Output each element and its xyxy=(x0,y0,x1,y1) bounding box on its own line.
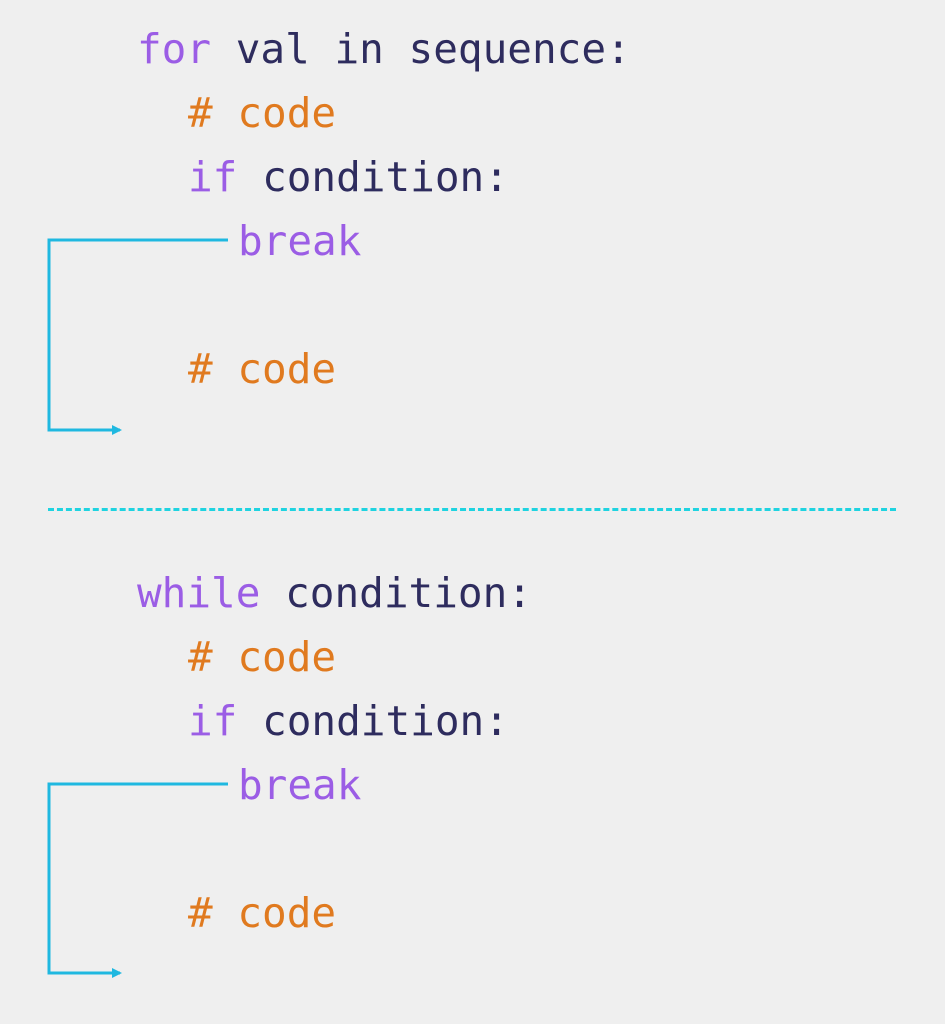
while-header-rest: condition: xyxy=(285,569,532,617)
while-if-keyword: if xyxy=(188,697,238,745)
for-keyword: for xyxy=(137,25,212,73)
while-comment-after: # code xyxy=(188,889,337,937)
while-if-line: if condition: xyxy=(188,696,509,746)
for-comment-before-line: # code xyxy=(188,88,336,138)
for-if-keyword: if xyxy=(188,153,238,201)
for-comment-after: # code xyxy=(188,345,337,393)
while-break-keyword: break xyxy=(238,761,362,809)
while-break-arrow xyxy=(47,782,228,978)
for-header-rest: val in sequence: xyxy=(235,25,631,73)
while-comment-after-line: # code xyxy=(188,888,336,938)
section-divider xyxy=(48,508,896,511)
while-if-rest: condition: xyxy=(262,697,509,745)
while-comment-before-line: # code xyxy=(188,632,336,682)
for-header-line: for val in sequence: xyxy=(137,24,631,74)
for-if-rest: condition: xyxy=(262,153,509,201)
for-comment-after-line: # code xyxy=(188,344,336,394)
while-keyword: while xyxy=(137,569,261,617)
for-break-keyword: break xyxy=(238,217,362,265)
for-break-arrow xyxy=(47,238,228,435)
while-comment-before: # code xyxy=(188,633,337,681)
for-comment-before: # code xyxy=(188,89,337,137)
while-header-line: while condition: xyxy=(137,568,532,618)
while-break-line: break xyxy=(238,760,361,810)
for-if-line: if condition: xyxy=(188,152,509,202)
for-break-line: break xyxy=(238,216,361,266)
